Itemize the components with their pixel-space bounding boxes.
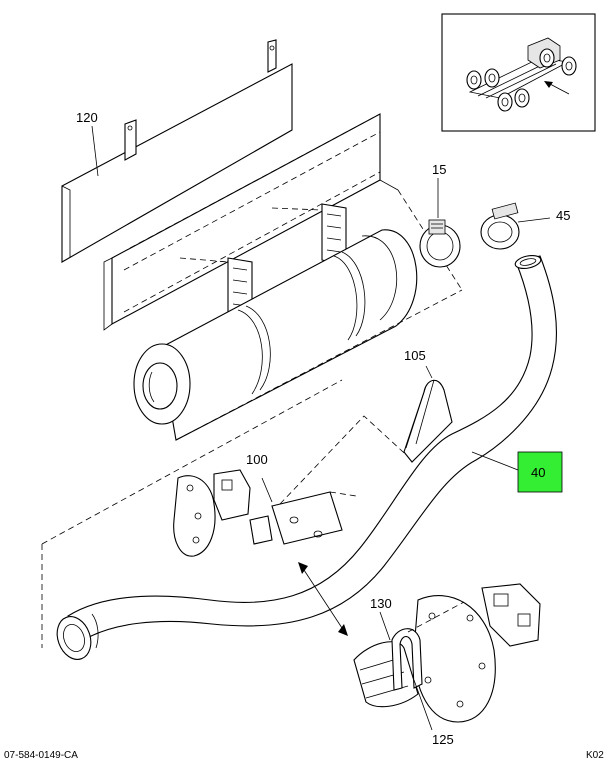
callout-100[interactable]: 100 (246, 452, 268, 467)
svg-text:125: 125 (432, 732, 454, 747)
muffler (133, 189, 463, 441)
svg-text:15: 15 (432, 162, 446, 177)
bracket-130-ubolt-125 (353, 583, 541, 731)
callout-45[interactable]: 45 (556, 208, 570, 223)
strap-105 (403, 365, 453, 463)
callout-40-highlight[interactable] (517, 451, 563, 493)
clamp-15 (419, 178, 461, 268)
clamp-45 (480, 202, 551, 250)
pipe-bracket-100 (173, 415, 415, 557)
inset-truck-view (441, 13, 596, 132)
callout-40[interactable]: 40 (517, 451, 563, 493)
double-arrow (298, 562, 348, 636)
drawing-number: 07-584-0149-CA (4, 750, 78, 761)
svg-text:40: 40 (531, 465, 545, 480)
mounting-bracket (103, 113, 399, 331)
svg-text:100: 100 (246, 452, 268, 467)
svg-text:130: 130 (370, 596, 392, 611)
callout-130[interactable]: 130 (370, 596, 392, 611)
truck-wheels (466, 48, 577, 112)
sheet-code: K02 (586, 750, 604, 761)
callout-125[interactable]: 125 (432, 732, 454, 747)
svg-text:105: 105 (404, 348, 426, 363)
svg-text:45: 45 (556, 208, 570, 223)
callout-120[interactable]: 120 (76, 110, 99, 177)
callout-15[interactable]: 15 (432, 162, 446, 177)
inset-pointer-arrow (544, 81, 570, 95)
callout-105[interactable]: 105 (404, 348, 426, 363)
exhaust-pipe-40 (41, 254, 557, 660)
heat-shield-120 (61, 39, 293, 263)
svg-text:120: 120 (76, 110, 98, 125)
